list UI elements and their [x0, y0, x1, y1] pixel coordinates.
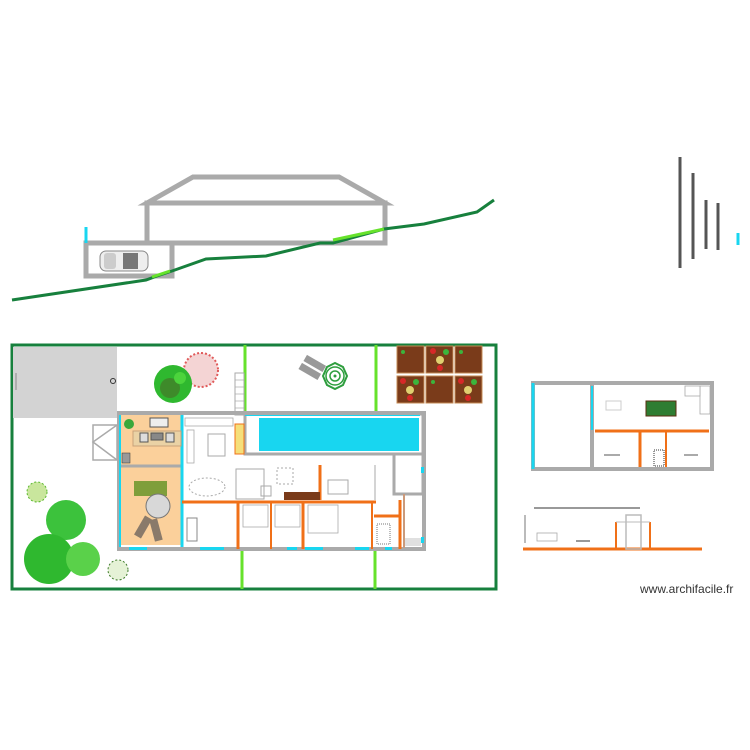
basement-plan: [531, 381, 714, 471]
tree-icon: [154, 352, 219, 403]
elevation-section: [11, 174, 495, 302]
vegetable-garden-icon: [396, 345, 483, 404]
ground-floor-plan: [10, 343, 498, 591]
pool-icon: [243, 412, 425, 456]
stairs-icon: [234, 372, 245, 416]
watermark: www.archifacile.fr: [640, 582, 734, 596]
elevation-markers: [678, 157, 740, 268]
parasol-icon: [298, 354, 349, 391]
side-section: [523, 507, 702, 551]
gate-icon: [91, 424, 118, 461]
car-icon: [99, 250, 149, 272]
tree-icon: [24, 481, 129, 584]
